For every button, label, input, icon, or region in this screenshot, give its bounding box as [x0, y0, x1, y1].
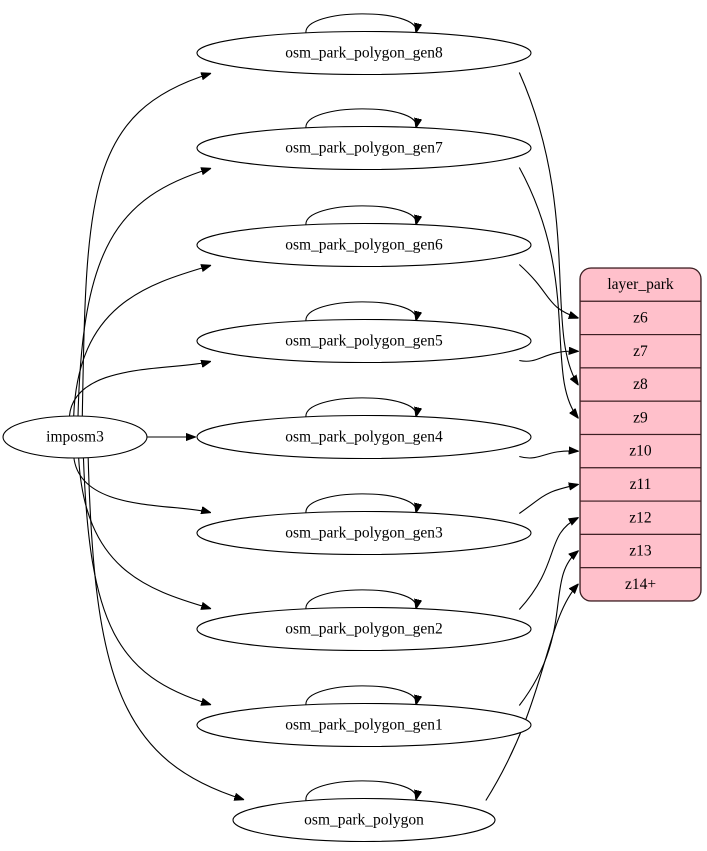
table-header-label: layer_park [607, 276, 674, 293]
node-gen4-label: osm_park_polygon_gen4 [285, 429, 443, 446]
table-row-z12-cell [580, 500, 701, 535]
table-row-label-z6: z6 [633, 310, 648, 327]
table-row-label-z11: z11 [630, 476, 652, 493]
node-gen3: osm_park_polygon_gen3 [196, 510, 532, 556]
edge-base-to-z14+ [485, 584, 578, 801]
node-gen6-label: osm_park_polygon_gen6 [285, 237, 443, 254]
table-outer-border [579, 267, 702, 602]
node-gen1-shape [196, 702, 532, 748]
edge-gen8-to-z8 [518, 72, 578, 385]
layer-park-record: layer_park z6 z7 z8 z9 z10 z11 z12 z13 z14+ [579, 267, 702, 602]
node-imposm3-label: imposm3 [46, 429, 104, 446]
edge-gen5-to-z7 [519, 351, 578, 362]
self-loop-gen2 [305, 589, 416, 610]
node-gen3-shape [196, 510, 532, 556]
node-gen2-shape [196, 606, 532, 652]
node-base-label: osm_park_polygon [304, 812, 424, 829]
edge-imposm3-to-gen8 [81, 74, 210, 418]
self-loop-gen7 [305, 108, 416, 129]
table-row-label-z14plus: z14+ [625, 576, 656, 593]
table-row-label-z13: z13 [629, 543, 652, 560]
node-imposm3-shape [2, 415, 148, 459]
layer-park-table: layer_park z6 z7 z8 z9 z10 z11 z12 z13 z14+ [579, 267, 702, 602]
self-loop-gen1 [305, 685, 416, 706]
self-loop-base [305, 780, 416, 801]
node-gen5: osm_park_polygon_gen5 [196, 318, 532, 364]
node-base: osm_park_polygon [232, 797, 496, 843]
node-gen7-label: osm_park_polygon_gen7 [285, 140, 443, 157]
node-gen5-label: osm_park_polygon_gen5 [285, 333, 443, 350]
edge-gen1-to-z13 [518, 551, 578, 706]
self-loop-gen4 [305, 397, 416, 418]
node-gen2-label: osm_park_polygon_gen2 [285, 621, 443, 638]
self-loop-gen8 [305, 13, 416, 34]
source-node-imposm3: imposm3 [2, 415, 148, 459]
table-row-z11-cell [580, 467, 701, 502]
edge-gen2-to-z12 [518, 518, 578, 610]
node-gen4: osm_park_polygon_gen4 [196, 414, 532, 460]
edge-gen4-to-z10 [519, 451, 578, 459]
edge-imposm3-to-gen3 [73, 456, 211, 513]
edge-gen6-to-z6 [518, 264, 578, 318]
edge-imposm3-to-gen5 [68, 362, 210, 418]
node-gen8: osm_park_polygon_gen8 [196, 30, 532, 76]
node-gen6-shape [196, 222, 532, 268]
node-gen7-shape [196, 125, 532, 171]
self-loop-gen6 [305, 205, 416, 226]
node-gen4-shape [196, 414, 532, 460]
table-row-z13-cell [580, 533, 701, 569]
ellipse-nodes: osm_park_polygon_gen8 osm_park_polygon_ge… [196, 30, 532, 843]
node-gen6: osm_park_polygon_gen6 [196, 222, 532, 268]
edge-imposm3-to-gen2 [78, 456, 211, 609]
edge-imposm3-to-gen1 [82, 456, 210, 705]
self-loop-edges [305, 13, 416, 801]
edge-gen3-to-z11 [518, 484, 578, 514]
edge-imposm3-to-gen6 [73, 266, 211, 418]
table-rows: layer_park z6 z7 z8 z9 z10 z11 z12 z13 z14+ [580, 268, 701, 601]
table-row-label-z9: z9 [633, 409, 648, 426]
table-row-label-z10: z10 [629, 443, 652, 460]
node-gen3-label: osm_park_polygon_gen3 [285, 525, 443, 542]
node-gen8-shape [196, 30, 532, 76]
node-gen2: osm_park_polygon_gen2 [196, 606, 532, 652]
edges-from-imposm3 [68, 74, 243, 800]
edge-imposm3-to-gen7 [77, 169, 210, 418]
table-row-label-z8: z8 [633, 376, 648, 393]
table-row-z7-cell [580, 334, 701, 369]
table-row-label-z7: z7 [633, 343, 648, 360]
table-row-z14plus-cell [580, 567, 701, 601]
node-imposm3: imposm3 [2, 415, 148, 459]
node-base-shape [232, 797, 496, 843]
self-loop-gen5 [305, 301, 416, 322]
edge-gen7-to-z9 [518, 167, 578, 418]
table-row-label-z12: z12 [629, 509, 651, 526]
edge-imposm3-to-base [87, 456, 243, 800]
node-gen1-label: osm_park_polygon_gen1 [285, 717, 443, 734]
node-gen7: osm_park_polygon_gen7 [196, 125, 532, 171]
node-gen5-shape [196, 318, 532, 364]
edges-to-layer-park [485, 72, 578, 801]
node-gen8-label: osm_park_polygon_gen8 [285, 45, 443, 62]
table-row-z9-cell [580, 400, 701, 436]
node-gen1: osm_park_polygon_gen1 [196, 702, 532, 748]
self-loop-gen3 [305, 493, 416, 514]
table-row-z10-cell [580, 433, 701, 469]
